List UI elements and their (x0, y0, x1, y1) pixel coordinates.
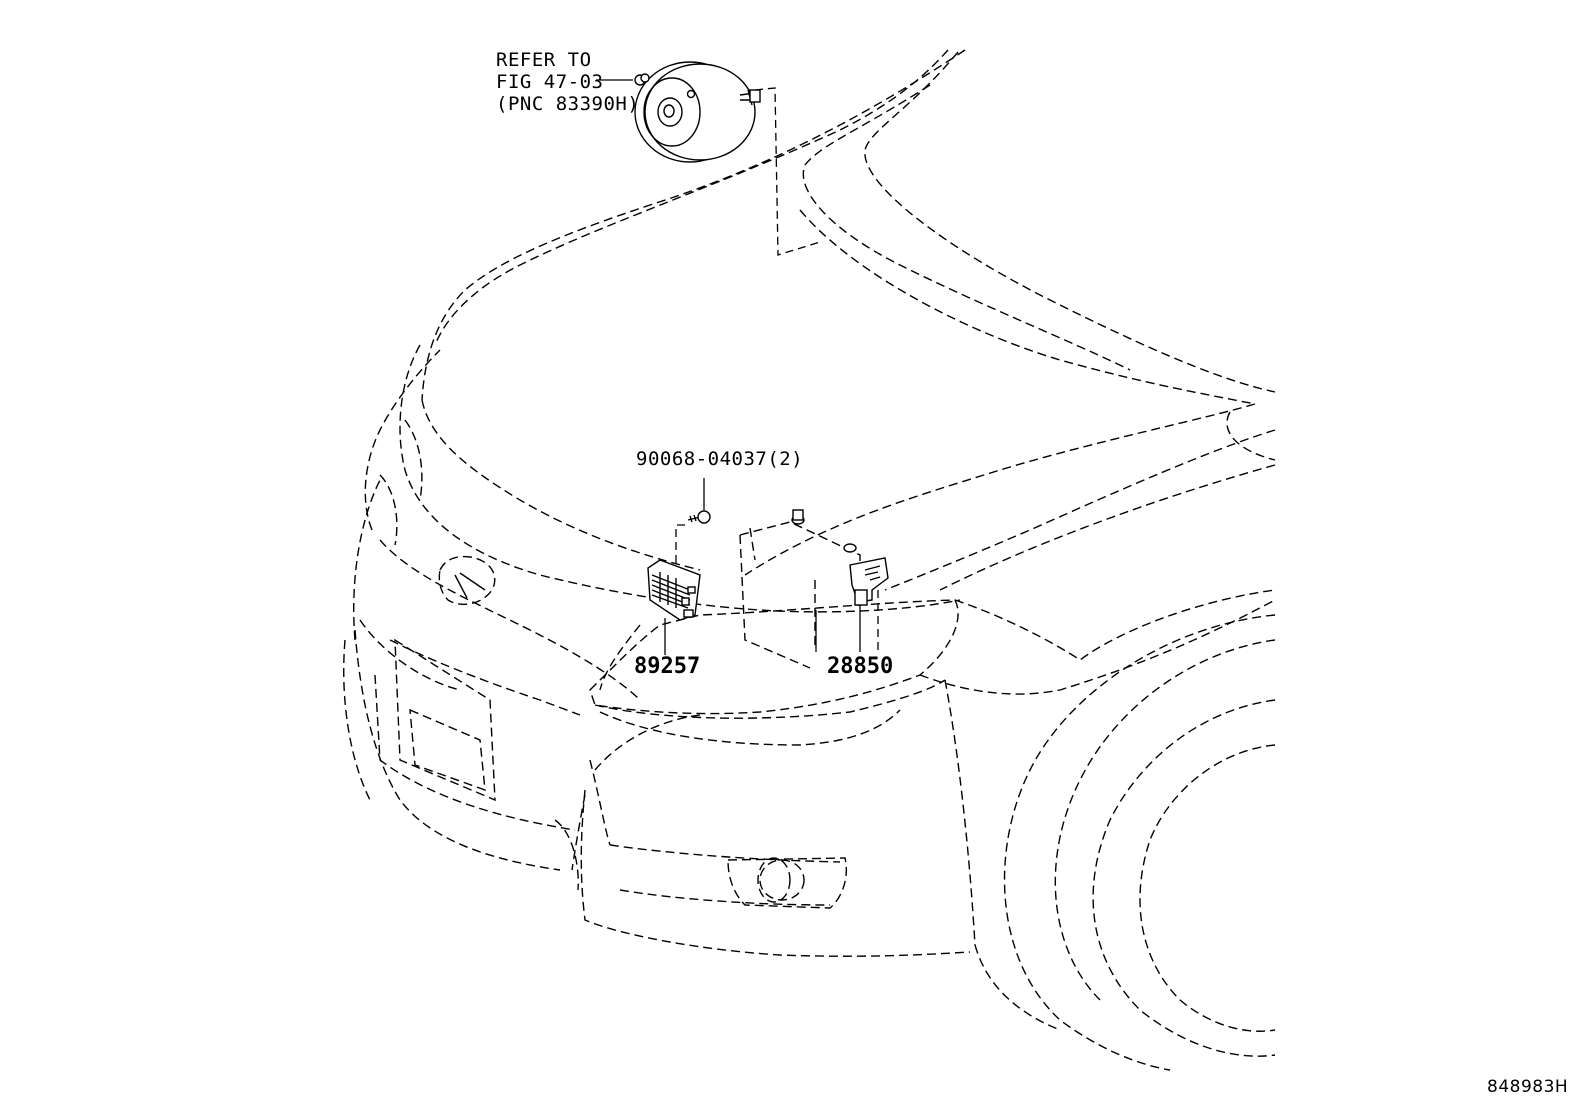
vehicle-outline (343, 49, 1276, 1071)
computer-part-number: 89257 (634, 654, 701, 679)
battery-icon (739, 509, 861, 669)
illustration-id: 848983H (1487, 1077, 1569, 1097)
booster-link-line (754, 87, 821, 256)
bolt-icon (687, 510, 711, 524)
computer-module-icon (647, 559, 701, 621)
sensor-icon (849, 557, 889, 606)
sensor-part-number: 28850 (827, 654, 894, 679)
bolt-part-number: 90068-04037(2) (636, 448, 804, 470)
brake-booster-icon (634, 61, 761, 163)
refer-note-line3: (PNC 83390H) (496, 93, 640, 115)
refer-note-line1: REFER TO (496, 49, 592, 71)
refer-note-line2: FIG 47-03 (496, 71, 604, 93)
emblem-icon (438, 555, 496, 606)
bolt-dashed-leader (675, 524, 685, 565)
